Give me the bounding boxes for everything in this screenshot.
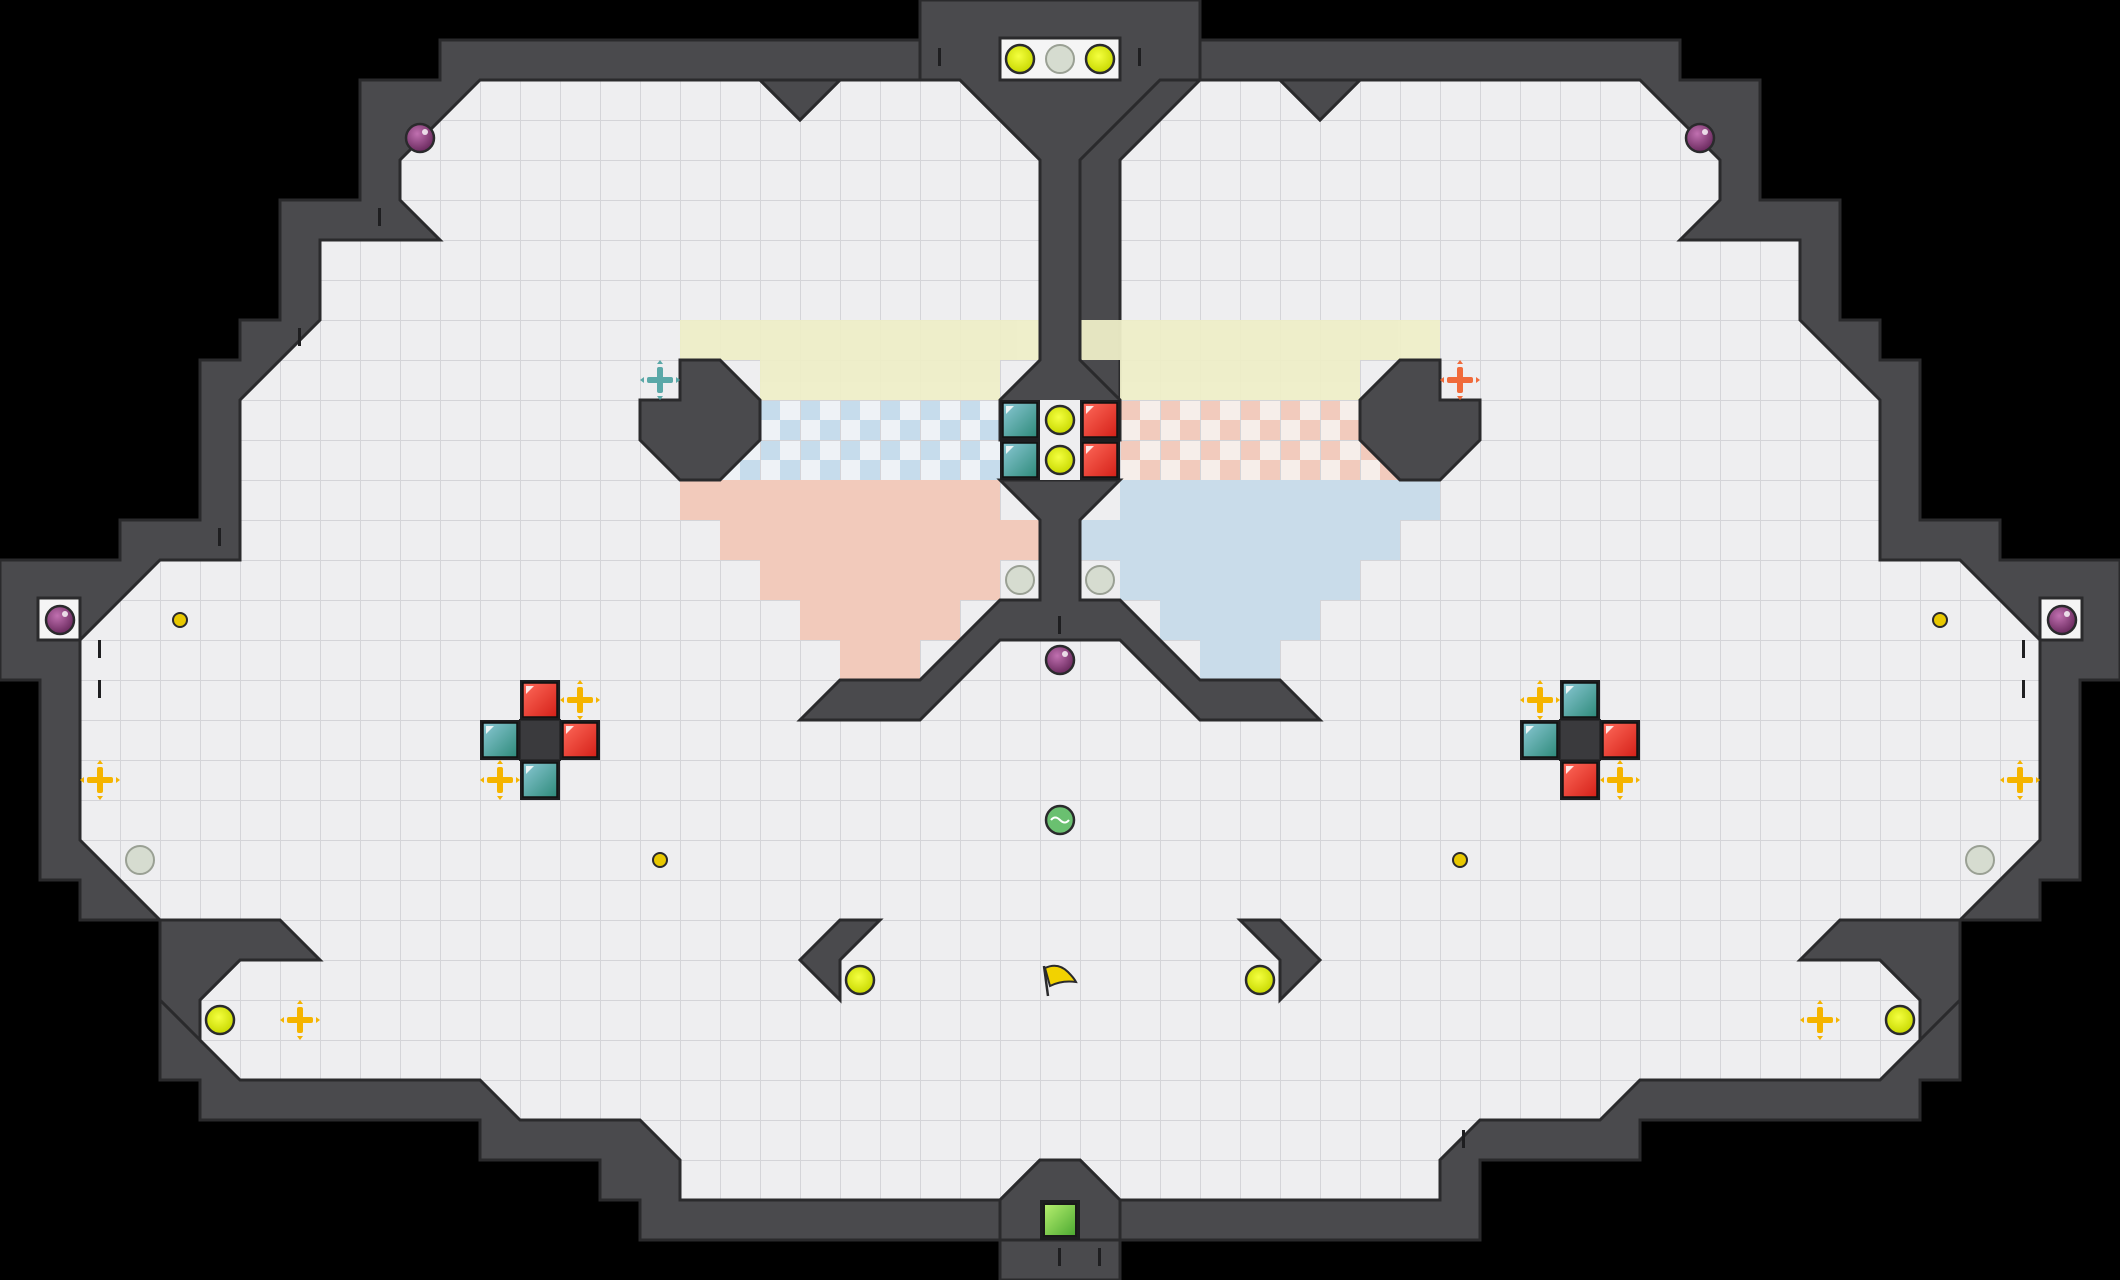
- boost-icon: [1084, 43, 1116, 75]
- blue-zone: [1080, 480, 1440, 680]
- flag-icon: [1042, 964, 1078, 997]
- blue-tile-icon: [1000, 400, 1040, 440]
- bomb-icon: [1684, 122, 1716, 154]
- wall-marker: [1058, 1248, 1061, 1266]
- orange-zone: [680, 480, 1040, 680]
- blue-tile-icon: [480, 720, 520, 760]
- speed-pad-icon: [1932, 612, 1948, 628]
- powerup-icon: [640, 360, 680, 400]
- checker-zone-blue: [720, 400, 1000, 480]
- wall-marker: [2022, 680, 2025, 698]
- spawn-icon: [1005, 565, 1035, 595]
- blue-tile-icon: [520, 760, 560, 800]
- wall-marker: [98, 680, 101, 698]
- wall-marker: [298, 328, 301, 346]
- red-tile-icon: [1560, 760, 1600, 800]
- boost-icon: [844, 964, 876, 996]
- powerup-icon: [1520, 680, 1560, 720]
- red-tile-icon: [1080, 400, 1120, 440]
- wall-marker: [1462, 1130, 1465, 1148]
- bomb-icon: [404, 122, 436, 154]
- wall-marker: [98, 640, 101, 658]
- wall-marker: [938, 48, 941, 66]
- boost-icon: [1044, 404, 1076, 436]
- powerup-icon: [1440, 360, 1480, 400]
- blue-tile-icon: [1520, 720, 1560, 760]
- wall-marker: [1098, 1248, 1101, 1266]
- speed-pad-icon: [652, 852, 668, 868]
- checker-zone-orange: [1120, 400, 1400, 480]
- bomb-icon: [1044, 644, 1076, 676]
- spawn-icon: [125, 845, 155, 875]
- spawn-icon: [1085, 565, 1115, 595]
- speed-pad-icon: [172, 612, 188, 628]
- wall-marker: [378, 208, 381, 226]
- portal-icon: [1044, 804, 1076, 836]
- red-tile-icon: [560, 720, 600, 760]
- right-cross-block: [1559, 719, 1601, 761]
- powerup-icon: [480, 760, 520, 800]
- wall-marker: [1058, 616, 1061, 634]
- boost-icon: [1004, 43, 1036, 75]
- yellow-zone-right: [1080, 320, 1440, 400]
- wall-marker: [218, 528, 221, 546]
- yellow-zone-left: [680, 320, 1040, 400]
- spawn-icon: [1965, 845, 1995, 875]
- boost-icon: [204, 1004, 236, 1036]
- powerup-icon: [80, 760, 120, 800]
- boost-icon: [1884, 1004, 1916, 1036]
- spawn-icon: [1045, 44, 1075, 74]
- center-wall: [158, 0, 1962, 1242]
- powerup-icon: [280, 1000, 320, 1040]
- red-tile-icon: [1600, 720, 1640, 760]
- powerup-icon: [1800, 1000, 1840, 1040]
- blue-tile-icon: [1560, 680, 1600, 720]
- wall-marker: [1138, 48, 1141, 66]
- red-tile-icon: [1080, 440, 1120, 480]
- bomb-icon: [2046, 604, 2078, 636]
- blue-tile-icon: [1000, 440, 1040, 480]
- red-tile-icon: [520, 680, 560, 720]
- powerup-icon: [560, 680, 600, 720]
- boost-icon: [1244, 964, 1276, 996]
- powerup-icon: [1600, 760, 1640, 800]
- bomb-icon: [44, 604, 76, 636]
- powerup-icon: [2000, 760, 2040, 800]
- speed-pad-icon: [1452, 852, 1468, 868]
- wall-marker: [2022, 640, 2025, 658]
- boost-icon: [1044, 444, 1076, 476]
- left-cross-block: [519, 719, 561, 761]
- endzone-tile[interactable]: [1040, 1200, 1080, 1240]
